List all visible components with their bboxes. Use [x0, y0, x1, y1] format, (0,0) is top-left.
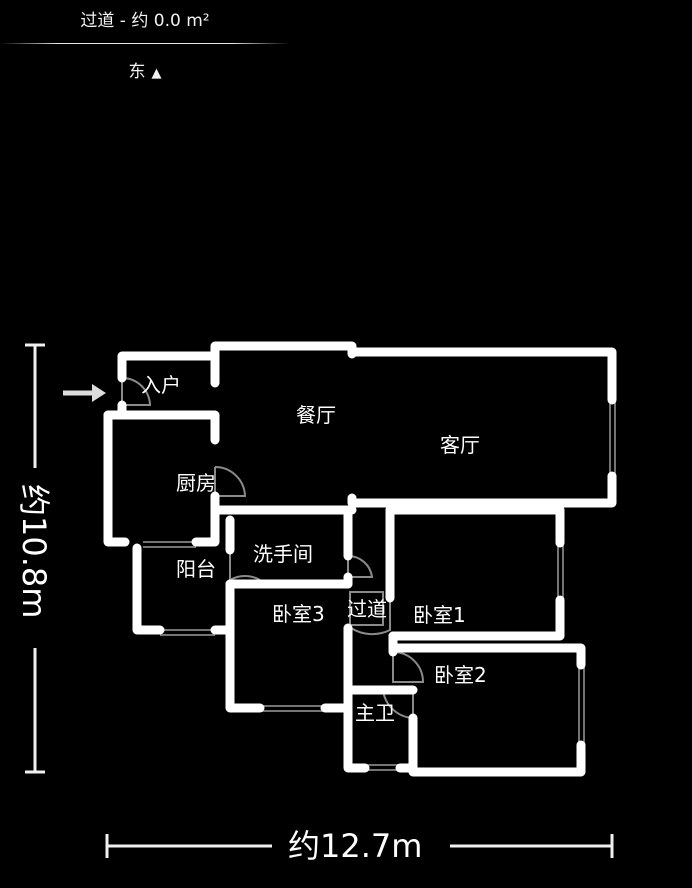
walls [103, 341, 617, 777]
room-label-dining[interactable]: 餐厅 [296, 403, 336, 427]
room-label-balcony[interactable]: 阳台 [176, 557, 216, 581]
room-label-bedroom1[interactable]: 卧室1 [413, 603, 466, 627]
width-dimension-label: 约12.7m [288, 827, 422, 865]
north-arrow-icon: ▲ [151, 66, 162, 81]
height-dimension-label: 约10.8m [15, 484, 53, 618]
room-label-kitchen[interactable]: 厨房 [176, 471, 216, 495]
room-label-hallway[interactable]: 过道 [347, 597, 387, 621]
room-label-living[interactable]: 客厅 [440, 433, 480, 457]
windows [143, 349, 616, 771]
width-dimension: 约12.7m [105, 827, 614, 865]
height-dimension: 约10.8m [15, 343, 53, 774]
room-labels: 入户 餐厅 客厅 厨房 阳台 洗手间 卧室3 过道 卧室1 卧室2 主卫 [141, 373, 487, 725]
room-label-bedroom2[interactable]: 卧室2 [434, 663, 487, 687]
room-label-washroom[interactable]: 洗手间 [253, 542, 313, 566]
room-label-master-bath[interactable]: 主卫 [355, 701, 395, 725]
selected-room-info: 过道 - 约 0.0 m² [80, 11, 210, 31]
compass-label: 东 [128, 62, 146, 82]
entry-arrow-icon [63, 384, 106, 402]
header-divider [0, 43, 290, 44]
room-label-bedroom3[interactable]: 卧室3 [272, 602, 325, 626]
room-label-entrance[interactable]: 入户 [141, 373, 181, 397]
compass: 东▲ [0, 57, 290, 82]
